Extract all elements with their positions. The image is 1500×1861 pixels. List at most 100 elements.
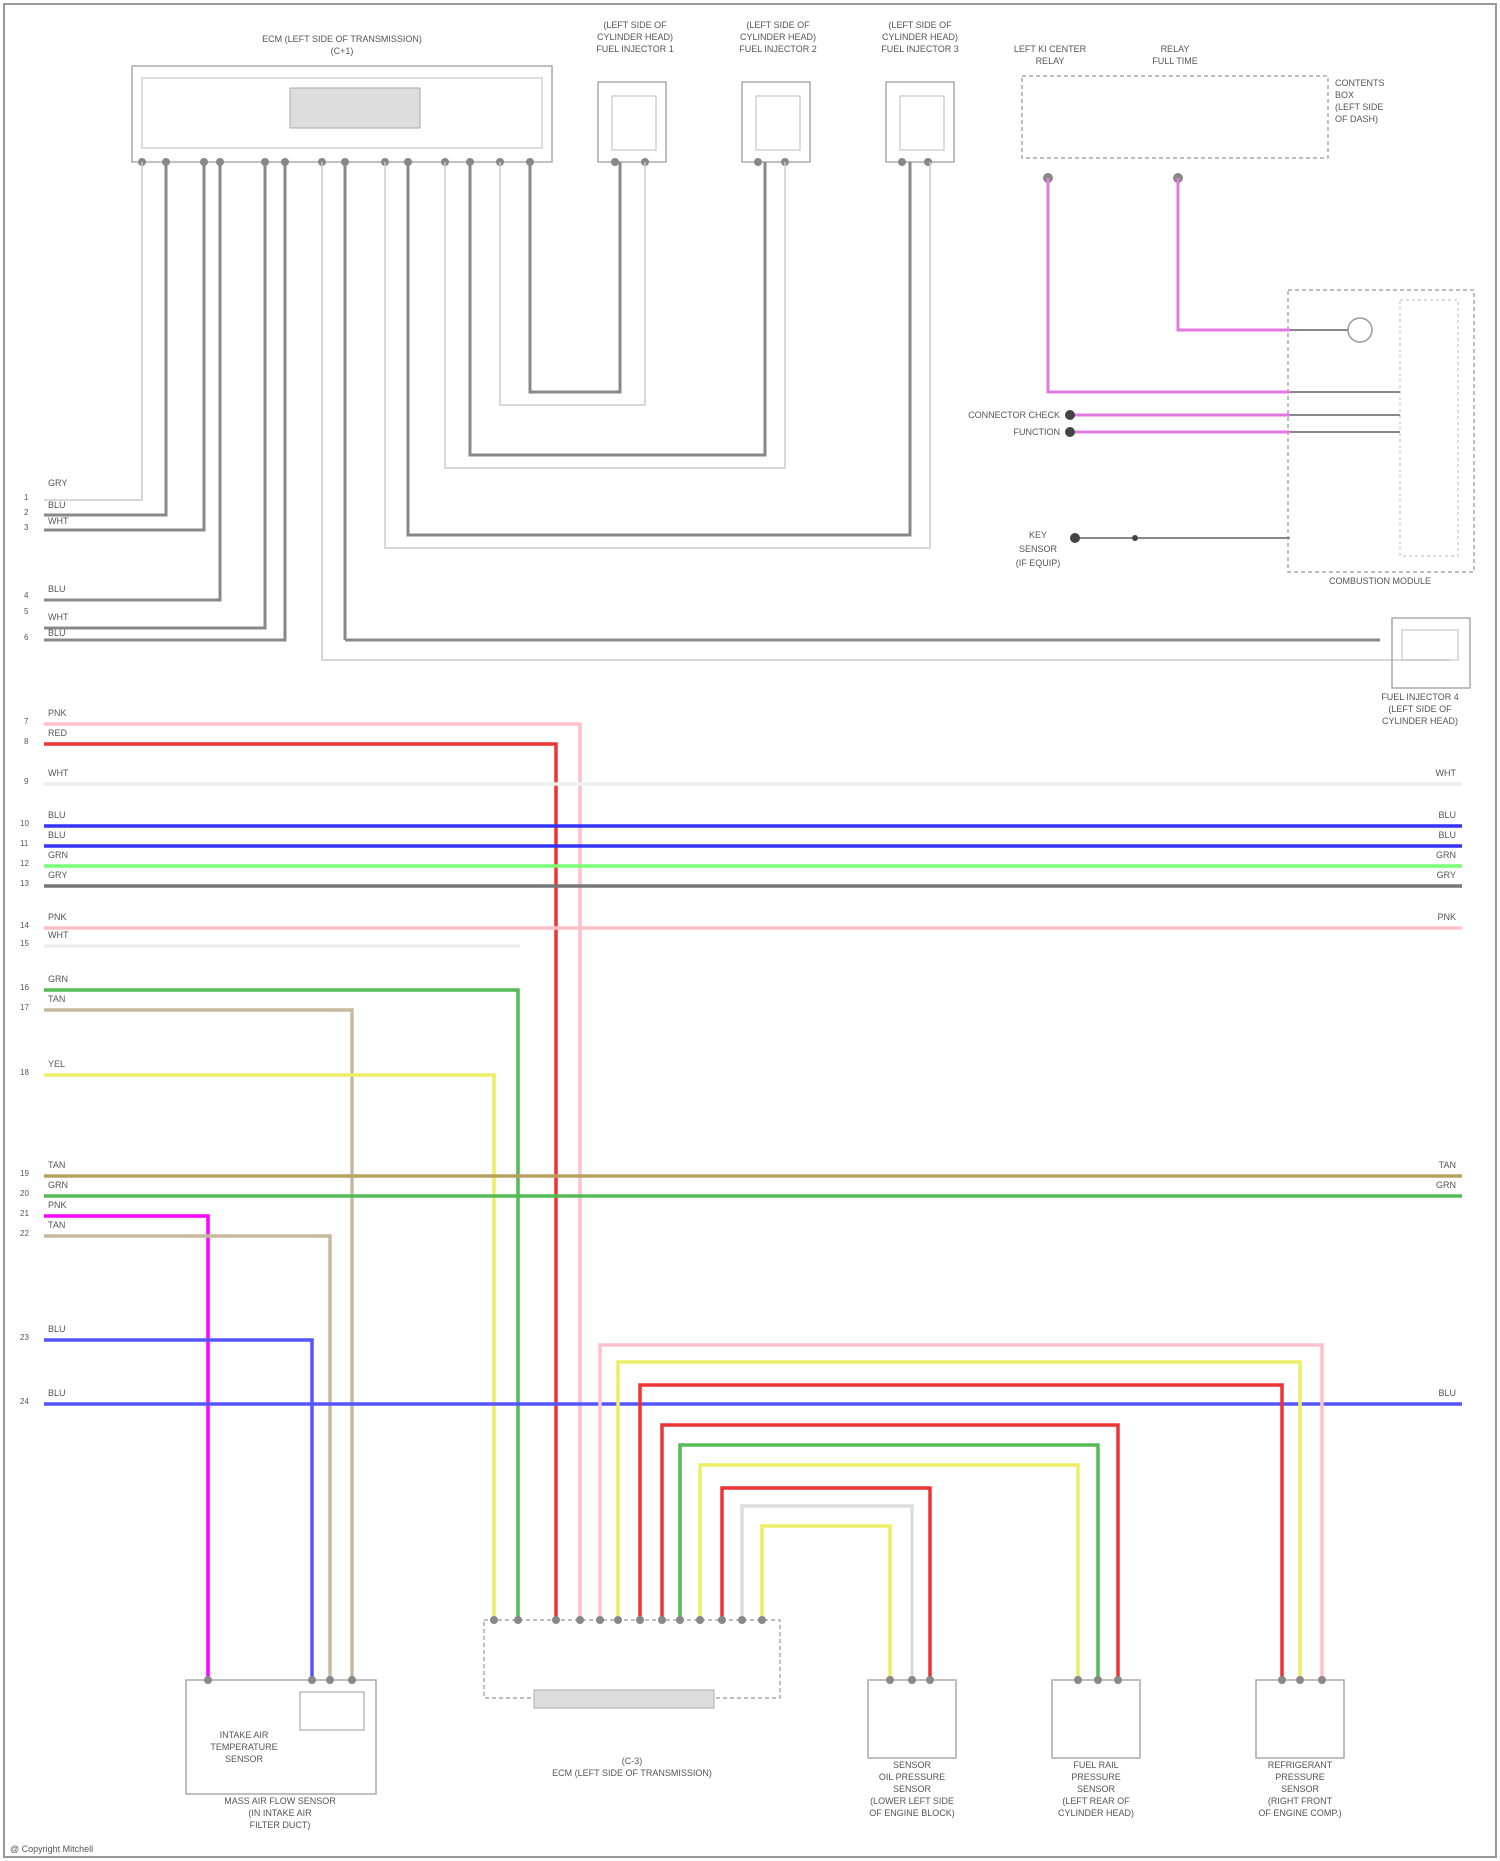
svg-text:GRN: GRN (48, 850, 68, 860)
maf-line5: (IN INTAKE AIR (248, 1808, 312, 1818)
injector-4-line3: CYLINDER HEAD) (1382, 716, 1458, 726)
label-gray-3: WHT (48, 516, 69, 526)
svg-text:GRN: GRN (1436, 850, 1456, 860)
sensor-a-line4: (LOWER LEFT SIDE (870, 1796, 954, 1806)
injector-4-line2: (LEFT SIDE OF (1388, 704, 1452, 714)
svg-text:GRN: GRN (48, 1180, 68, 1190)
svg-text:23: 23 (20, 1333, 29, 1342)
svg-text:YEL: YEL (48, 1059, 65, 1069)
svg-text:BLU: BLU (1438, 1388, 1456, 1398)
sensor-a-line3: SENSOR (893, 1784, 932, 1794)
sensor-c-line4: (RIGHT FRONT (1268, 1796, 1333, 1806)
svg-text:PNK: PNK (1437, 912, 1456, 922)
svg-text:BLU: BLU (1438, 810, 1456, 820)
injector-3-line3: FUEL INJECTOR 3 (881, 44, 959, 54)
svg-text:PNK: PNK (48, 912, 67, 922)
injector-3-line1: (LEFT SIDE OF (888, 20, 952, 30)
svg-text:BLU: BLU (48, 1388, 66, 1398)
sensor-a-line1: SENSOR (893, 1760, 932, 1770)
injector-1: (LEFT SIDE OF CYLINDER HEAD) FUEL INJECT… (596, 20, 674, 162)
ecm-top-title: ECM (LEFT SIDE OF TRANSMISSION) (262, 34, 422, 44)
svg-text:11: 11 (20, 839, 29, 848)
connector-check-label: CONNECTOR CHECK (968, 410, 1060, 420)
ecm-top-subtitle: (C+1) (331, 46, 354, 56)
fuel-rail-pressure-sensor: FUEL RAIL PRESSURE SENSOR (LEFT REAR OF … (1052, 1680, 1140, 1818)
svg-text:WHT: WHT (1436, 768, 1457, 778)
sensor-b-line4: (LEFT REAR OF (1062, 1796, 1130, 1806)
svg-text:PNK: PNK (48, 1200, 67, 1210)
svg-text:3: 3 (24, 523, 29, 532)
refrigerant-pressure-sensor: REFRIGERANT PRESSURE SENSOR (RIGHT FRONT… (1256, 1680, 1344, 1818)
injector-4-line1: FUEL INJECTOR 4 (1381, 692, 1459, 702)
ecm-bottom-line1: (C-3) (622, 1756, 643, 1766)
svg-text:14: 14 (20, 921, 29, 930)
svg-text:21: 21 (20, 1209, 29, 1218)
maf-line6: FILTER DUCT) (250, 1820, 311, 1830)
fuel-injector-4: FUEL INJECTOR 4 (LEFT SIDE OF CYLINDER H… (1381, 618, 1470, 726)
svg-text:GRN: GRN (1436, 1180, 1456, 1190)
svg-text:GRY: GRY (48, 870, 67, 880)
svg-text:2: 2 (24, 508, 29, 517)
fuse-box-line4: OF DASH) (1335, 114, 1378, 124)
sensor-a-line5: OF ENGINE BLOCK) (869, 1808, 955, 1818)
maf-line2: TEMPERATURE (210, 1742, 277, 1752)
svg-text:TAN: TAN (48, 1160, 65, 1170)
svg-text:PNK: PNK (48, 708, 67, 718)
label-gray-4: BLU (48, 584, 66, 594)
svg-text:22: 22 (20, 1229, 29, 1238)
sensor-c-line5: OF ENGINE COMP.) (1258, 1808, 1341, 1818)
key-sensor-line3: (IF EQUIP) (1016, 558, 1061, 568)
svg-text:BLU: BLU (48, 1324, 66, 1334)
svg-text:BLU: BLU (48, 830, 66, 840)
svg-text:9: 9 (24, 777, 29, 786)
sensor-c-line2: PRESSURE (1275, 1772, 1325, 1782)
sensor-c-line1: REFRIGERANT (1268, 1760, 1333, 1770)
svg-text:5: 5 (24, 607, 29, 616)
svg-text:15: 15 (20, 939, 29, 948)
svg-text:BLU: BLU (48, 810, 66, 820)
ecm-bottom-connector: (C-3) ECM (LEFT SIDE OF TRANSMISSION) (484, 1620, 780, 1778)
combustion-module: COMBUSTION MODULE (1288, 290, 1474, 586)
sensor-b-line3: SENSOR (1077, 1784, 1116, 1794)
page-border (4, 4, 1496, 1857)
relay2-line1: RELAY (1161, 44, 1190, 54)
svg-text:7: 7 (24, 717, 29, 726)
label-gray-5: WHT (48, 612, 69, 622)
oil-pressure-sensor: SENSOR OIL PRESSURE SENSOR (LOWER LEFT S… (868, 1680, 956, 1818)
ecm-top-connector: ECM (LEFT SIDE OF TRANSMISSION) (C+1) (132, 34, 552, 162)
combustion-module-label: COMBUSTION MODULE (1329, 576, 1431, 586)
label-gray-6: BLU (48, 628, 66, 638)
svg-text:8: 8 (24, 737, 29, 746)
svg-text:4: 4 (24, 591, 29, 600)
function-label: FUNCTION (1014, 427, 1061, 437)
sensor-b-line5: CYLINDER HEAD) (1058, 1808, 1134, 1818)
svg-text:1: 1 (24, 493, 29, 502)
fuse-box-line2: BOX (1335, 90, 1354, 100)
maf-line4: MASS AIR FLOW SENSOR (224, 1796, 336, 1806)
svg-text:24: 24 (20, 1397, 29, 1406)
svg-text:10: 10 (20, 819, 29, 828)
injector-1-line3: FUEL INJECTOR 1 (596, 44, 674, 54)
injector-2: (LEFT SIDE OF CYLINDER HEAD) FUEL INJECT… (739, 20, 817, 162)
svg-text:13: 13 (20, 879, 29, 888)
label-gray-1: GRY (48, 478, 67, 488)
fuse-box-line1: CONTENTS (1335, 78, 1385, 88)
svg-text:19: 19 (20, 1169, 29, 1178)
svg-text:20: 20 (20, 1189, 29, 1198)
injector-3: (LEFT SIDE OF CYLINDER HEAD) FUEL INJECT… (881, 20, 959, 162)
svg-text:RED: RED (48, 728, 68, 738)
svg-text:TAN: TAN (1439, 1160, 1456, 1170)
maf-line3: SENSOR (225, 1754, 264, 1764)
svg-text:BLU: BLU (1438, 830, 1456, 840)
svg-text:GRN: GRN (48, 974, 68, 984)
injector-2-line1: (LEFT SIDE OF (746, 20, 810, 30)
relay-fuse-box: LEFT KI CENTER RELAY RELAY FULL TIME CON… (1014, 44, 1385, 158)
copyright-footer: @ Copyright Mitchell (10, 1844, 93, 1854)
svg-text:GRY: GRY (1437, 870, 1456, 880)
svg-text:16: 16 (20, 983, 29, 992)
injector-1-line2: CYLINDER HEAD) (597, 32, 673, 42)
svg-text:TAN: TAN (48, 994, 65, 1004)
injector-1-line1: (LEFT SIDE OF (603, 20, 667, 30)
relay1-line1: LEFT KI CENTER (1014, 44, 1087, 54)
